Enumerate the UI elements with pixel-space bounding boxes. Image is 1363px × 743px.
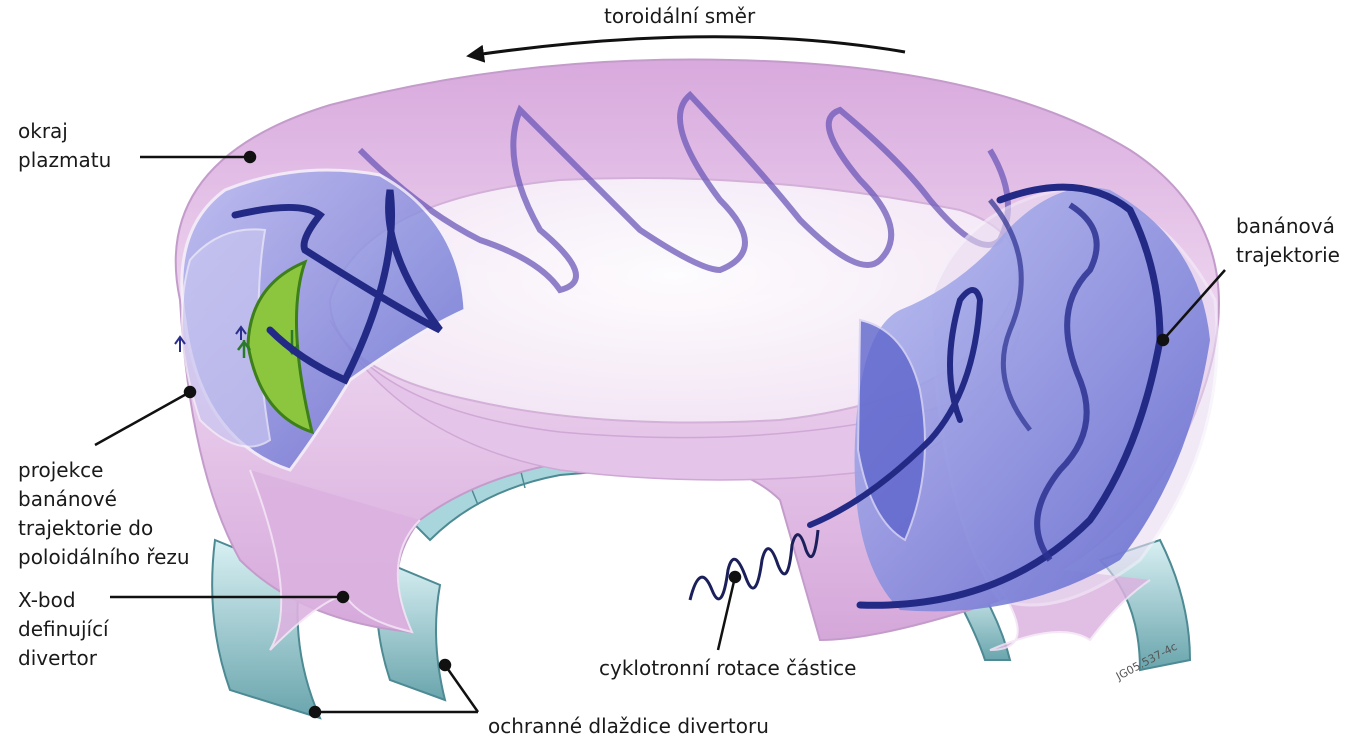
- banana-trajectory-label: banánová trajektorie: [1236, 214, 1340, 267]
- toroidal-direction-arrow: [466, 35, 906, 63]
- cyclotron-rotation-label: cyklotronní rotace částice: [599, 656, 857, 680]
- x-point-label: X-bod definující divertor: [18, 588, 109, 670]
- leader-lines: [94, 150, 1226, 719]
- toroidal-trajectory: [357, 90, 1011, 294]
- banana-projection-label: projekce banánové trajektorie do poloidá…: [18, 458, 190, 569]
- plasma-torus: [174, 58, 1220, 651]
- cyclotron-helix: [688, 529, 820, 601]
- right-cross-section: [807, 183, 1219, 612]
- divertor-tiles-label: ochranné dlaždice divertoru: [488, 714, 769, 738]
- left-cross-section: [174, 168, 467, 472]
- banana-projection-shape: [246, 259, 315, 435]
- plasma-edge-label: okraj plazmatu: [18, 119, 112, 172]
- toroidal-direction-label: toroidální směr: [604, 4, 756, 28]
